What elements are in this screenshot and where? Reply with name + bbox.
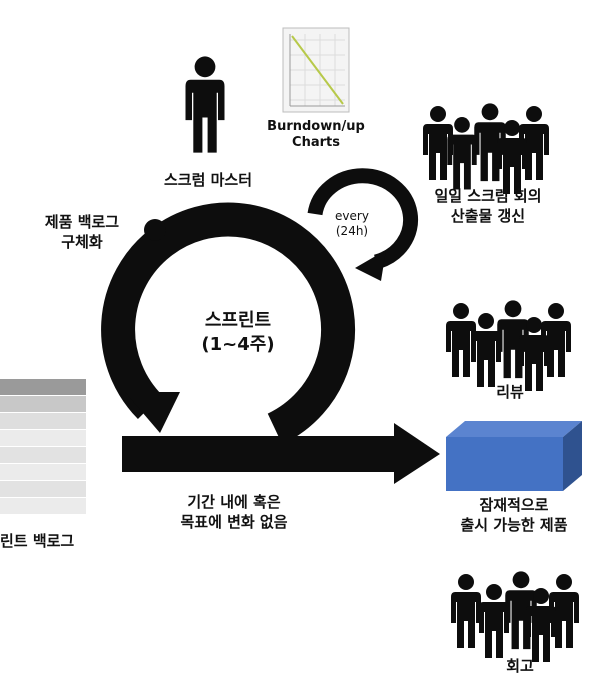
product-increment-box — [446, 421, 582, 491]
daily-scrum-label-line1: 일일 스크럼 회의 — [434, 187, 542, 205]
burndown-chart-label-line1: Burndown/up — [267, 119, 365, 134]
sprint-label: 스프린트 (1~4주) — [183, 309, 293, 357]
backlog-row — [0, 498, 86, 514]
backlog-refinement-label-line1: 제품 백로그 — [44, 213, 120, 231]
no-change-label: 기간 내에 혹은 목표에 변화 없음 — [146, 492, 322, 532]
review-label: 리뷰 — [496, 383, 524, 401]
daily-loop-arrow — [307, 168, 419, 281]
no-change-label-line1: 기간 내에 혹은 — [187, 493, 281, 511]
sprint-label-line2: (1~4주) — [201, 334, 275, 355]
backlog-refinement-marker — [144, 219, 166, 241]
backlog-row — [0, 413, 86, 429]
retrospective-label: 회고 — [506, 657, 534, 675]
backlog-row — [0, 396, 86, 412]
burndown-chart-label-line2: Charts — [292, 135, 340, 150]
review-team-figures — [446, 300, 571, 391]
every-24h-label: every (24h) — [326, 209, 378, 239]
scrum-master-figure — [185, 56, 225, 153]
retrospective-team-figures — [451, 571, 579, 662]
backlog-row — [0, 481, 86, 497]
daily-scrum-label: 일일 스크럼 회의 산출물 갱신 — [408, 186, 568, 226]
flow-arrow — [122, 423, 440, 484]
scrum-master-label: 스크럼 마스터 — [163, 171, 253, 189]
sprint-cycle-arrow — [101, 202, 356, 445]
product-increment-label-line2: 출시 가능한 제품 — [460, 516, 568, 534]
backlog-row — [0, 379, 86, 395]
daily-scrum-label-line2: 산출물 갱신 — [450, 207, 526, 225]
daily-scrum-team-figures — [423, 103, 549, 194]
backlog-row — [0, 447, 86, 463]
backlog-row — [0, 464, 86, 480]
every-label-line2: (24h) — [335, 224, 369, 238]
every-label-line1: every — [335, 209, 369, 223]
no-change-label-line2: 목표에 변화 없음 — [180, 513, 288, 531]
backlog-refinement-label: 제품 백로그 구체화 — [18, 212, 146, 252]
burndown-chart-label: Burndown/up Charts — [258, 119, 374, 151]
sprint-label-line1: 스프린트 — [204, 310, 272, 331]
sprint-backlog-stack — [0, 379, 86, 514]
backlog-row — [0, 430, 86, 446]
product-increment-label: 잠재적으로 출시 가능한 제품 — [430, 495, 598, 535]
backlog-refinement-label-line2: 구체화 — [61, 233, 103, 251]
product-increment-label-line1: 잠재적으로 — [479, 496, 549, 514]
burndown-chart-thumbnail — [282, 27, 350, 113]
sprint-backlog-label: 린트 백로그 — [0, 532, 75, 550]
